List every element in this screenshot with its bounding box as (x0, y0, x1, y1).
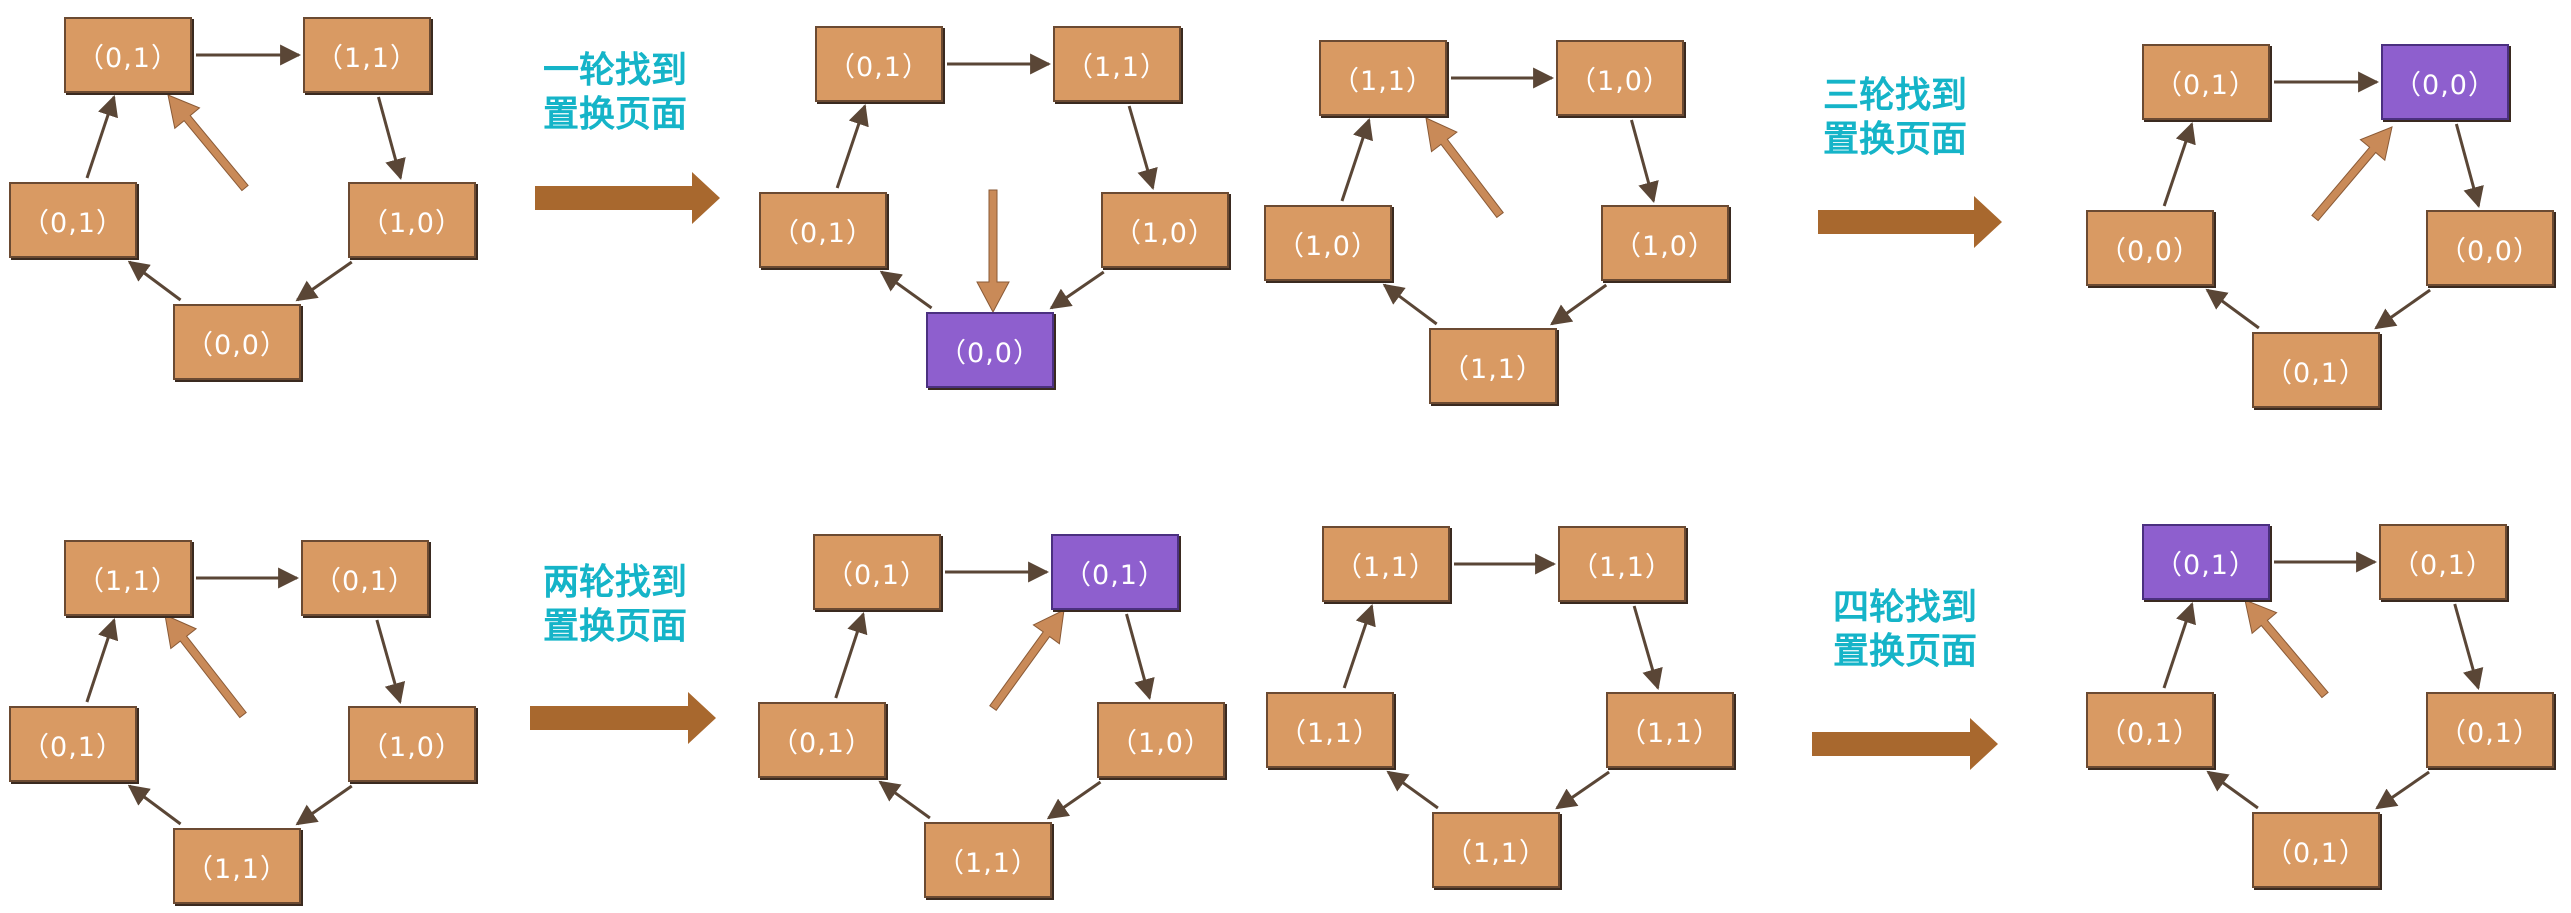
page-node: （1,0） (348, 182, 476, 258)
transition-arrow (530, 692, 716, 744)
page-node: （0,1） (301, 540, 429, 616)
page-node: （0,1） (815, 26, 943, 102)
page-node: （0,1） (2379, 524, 2507, 600)
ring-edge (2374, 288, 2431, 330)
caption-round4: 四轮找到 置换页面 (1805, 585, 2005, 673)
ring-edge (85, 95, 118, 179)
replaced-page-node: （0,0） (926, 312, 1054, 388)
page-node: （0,1） (9, 182, 137, 258)
replaced-page-node: （0,0） (2381, 44, 2509, 120)
pointer-arrow (976, 189, 1010, 314)
caption-round4-line2: 置换页面 (1832, 630, 1977, 672)
page-node: （0,1） (758, 702, 886, 778)
ring-edge (878, 780, 931, 820)
ring-edge (2205, 288, 2260, 330)
caption-round3-line2: 置换页面 (1822, 118, 1967, 160)
ring-edge (1342, 604, 1376, 689)
page-node: （1,1） (173, 828, 301, 904)
ring-edge (295, 784, 353, 826)
ring-edge (2453, 603, 2484, 691)
page-node: （1,1） (1319, 40, 1447, 116)
page-node: （0,0） (2426, 210, 2554, 286)
caption-round1-line2: 置换页面 (542, 93, 687, 135)
pointer-arrow (2311, 126, 2393, 222)
page-node: （1,1） (303, 17, 431, 93)
page-node: （1,0） (1264, 205, 1392, 281)
pointer-arrow (167, 94, 249, 192)
page-node: （0,1） (2086, 692, 2214, 768)
page-node: （0,1） (64, 17, 192, 93)
page-node: （0,1） (2252, 332, 2380, 408)
page-node: （0,1） (9, 706, 137, 782)
ring-edge (2375, 770, 2430, 810)
page-node: （0,0） (173, 304, 301, 380)
caption-round1: 一轮找到 置换页面 (515, 48, 715, 136)
ring-edge (377, 96, 406, 181)
ring-edge (127, 260, 182, 302)
ring-edge (127, 784, 182, 826)
pointer-arrow (1425, 117, 1504, 219)
page-node: （0,1） (2252, 812, 2380, 888)
ring-edge (1550, 283, 1608, 326)
page-node: （0,1） (813, 534, 941, 610)
caption-round3-line1: 三轮找到 (1822, 74, 1967, 116)
page-node: （1,1） (1266, 692, 1394, 768)
transition-arrow (1818, 196, 2002, 248)
ring-edge (375, 619, 406, 705)
page-node: （1,1） (924, 822, 1052, 898)
page-node: （0,1） (2426, 692, 2554, 768)
ring-edge (2454, 123, 2484, 209)
ring-edge (1127, 105, 1158, 191)
transition-arrow (535, 172, 720, 224)
page-node: （1,0） (1556, 40, 1684, 116)
pointer-arrow (164, 614, 247, 719)
replaced-page-node: （0,1） (1051, 534, 1179, 610)
ring-edge (1382, 283, 1438, 326)
caption-round4-line1: 四轮找到 (1832, 586, 1977, 628)
page-node: （0,0） (2086, 210, 2214, 286)
caption-round3: 三轮找到 置换页面 (1795, 73, 1995, 161)
page-node: （0,1） (759, 192, 887, 268)
pointer-arrow (2244, 599, 2329, 699)
page-node: （1,0） (1101, 192, 1229, 268)
ring-edge (1386, 770, 1439, 810)
ring-edge (1125, 613, 1155, 701)
caption-round2-line1: 两轮找到 (542, 561, 687, 603)
page-node: （1,1） (1322, 526, 1450, 602)
ring-edge (1340, 118, 1373, 202)
page-node: （1,1） (1053, 26, 1181, 102)
ring-edge (834, 612, 868, 699)
transition-arrow (1812, 718, 1998, 770)
ring-edge (1630, 119, 1659, 204)
page-node: （1,1） (64, 540, 192, 616)
ring-edge (879, 270, 933, 310)
page-node: （1,0） (348, 706, 476, 782)
caption-round2: 两轮找到 置换页面 (515, 560, 715, 648)
ring-edge (1632, 605, 1663, 691)
ring-edge (1046, 780, 1102, 820)
ring-edge (1555, 770, 1610, 810)
ring-edge (295, 260, 353, 302)
caption-round1-line1: 一轮找到 (542, 49, 687, 91)
page-node: （1,1） (1558, 526, 1686, 602)
ring-edge (85, 618, 119, 703)
page-node: （0,1） (2142, 44, 2270, 120)
replaced-page-node: （0,1） (2142, 524, 2270, 600)
ring-edge (2162, 122, 2196, 207)
caption-round2-line2: 置换页面 (542, 605, 687, 647)
ring-edge (835, 104, 869, 189)
pointer-arrow (989, 609, 1065, 711)
ring-edge (1049, 270, 1105, 310)
page-node: （1,1） (1606, 692, 1734, 768)
ring-edge (2206, 770, 2259, 810)
page-node: （1,1） (1432, 812, 1560, 888)
ring-edge (2162, 602, 2196, 689)
page-node: （1,1） (1429, 328, 1557, 404)
page-node: （1,0） (1097, 702, 1225, 778)
page-node: （1,0） (1601, 205, 1729, 281)
